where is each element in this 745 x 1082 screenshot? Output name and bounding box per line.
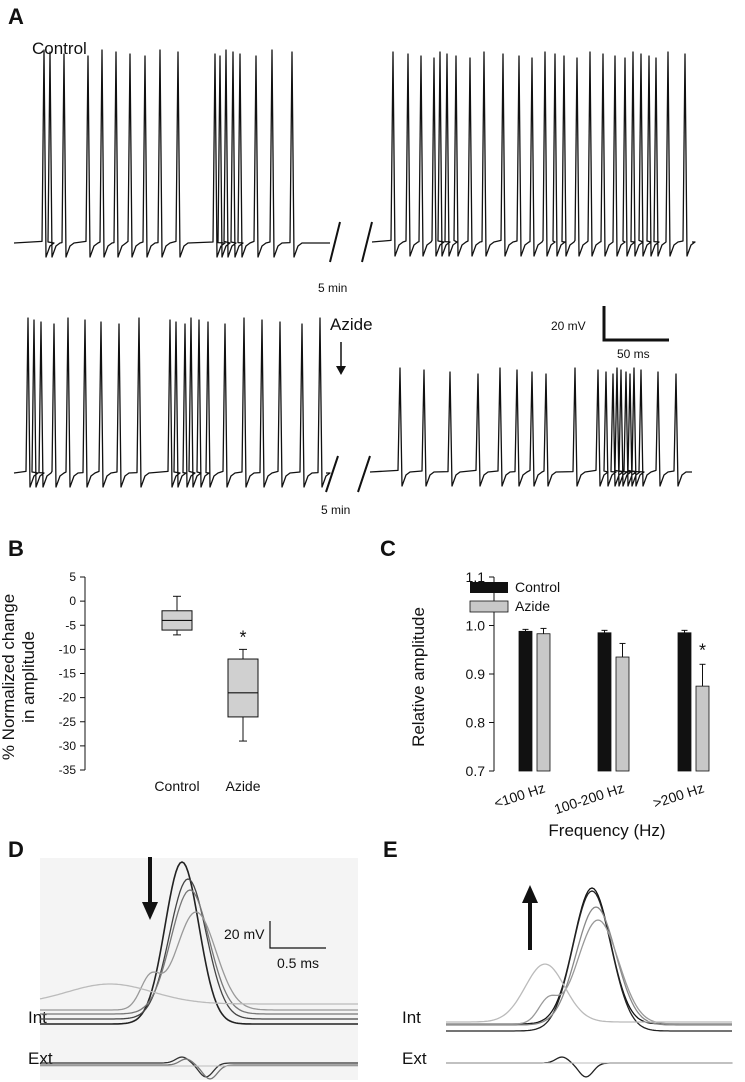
control-label: Control bbox=[32, 39, 87, 58]
y-axis-label: Relative amplitude bbox=[409, 607, 428, 747]
y-tick-label: -35 bbox=[59, 763, 77, 777]
ap-trace bbox=[40, 861, 358, 1025]
ap-trace bbox=[40, 911, 358, 1011]
ap-trace bbox=[446, 919, 732, 1025]
break-mark bbox=[361, 221, 373, 263]
spike-train bbox=[13, 49, 330, 258]
overlay-traces bbox=[39, 861, 358, 1080]
ap-trace bbox=[446, 890, 732, 1032]
y-tick-label: 0.8 bbox=[466, 715, 486, 731]
panel-c-chart: 1.1 1.0 0.9 0.8 0.7 Relative amplitude Frequ… bbox=[409, 569, 710, 840]
panel-letter-b: B bbox=[8, 536, 24, 561]
azide-label: Azide bbox=[330, 315, 373, 334]
break-mark bbox=[329, 221, 341, 263]
x-tick-label: Control bbox=[154, 778, 199, 794]
significance-marker: * bbox=[239, 627, 246, 647]
y-tick-label: -15 bbox=[59, 667, 77, 681]
bar-control bbox=[518, 630, 533, 772]
x-tick-label: 100-200 Hz bbox=[552, 780, 626, 818]
spike-train bbox=[371, 51, 696, 257]
azide-arrow bbox=[336, 342, 346, 375]
down-arrow-icon bbox=[142, 857, 158, 920]
scale-voltage: 20 mV bbox=[551, 319, 586, 333]
legend-label-control: Control bbox=[515, 579, 560, 595]
x-tick-label: <100 Hz bbox=[492, 780, 547, 811]
up-arrow-icon bbox=[522, 885, 538, 950]
panel-letter-c: C bbox=[380, 536, 396, 561]
y-tick-label: -20 bbox=[59, 691, 77, 705]
y-tick-label: -25 bbox=[59, 715, 77, 729]
gap-label-top: 5 min bbox=[318, 281, 347, 295]
ext-trace bbox=[40, 1058, 358, 1080]
x-tick-label: >200 Hz bbox=[651, 780, 706, 811]
x-tick-label: Azide bbox=[225, 778, 260, 794]
y-tick-label: 1.1 bbox=[466, 569, 486, 585]
overlay-traces bbox=[446, 887, 733, 1078]
ap-trace bbox=[40, 889, 358, 1015]
ap-trace bbox=[446, 906, 732, 1026]
bar-control bbox=[597, 632, 612, 772]
int-label: Int bbox=[402, 1008, 421, 1027]
panel-d: 20 mV 0.5 ms Int Ext bbox=[28, 857, 358, 1080]
panel-letter-e: E bbox=[383, 837, 398, 862]
y-tick-label: -10 bbox=[59, 642, 77, 656]
panel-b-chart: 5 0 -5 -10 -15 -20 -25 -30 -35 % Normalized chan… bbox=[0, 570, 261, 794]
ap-trace bbox=[446, 887, 732, 1025]
spike-train bbox=[369, 367, 692, 487]
box bbox=[227, 658, 259, 718]
bar-azide bbox=[536, 633, 551, 772]
ext-label: Ext bbox=[402, 1049, 427, 1068]
ap-trace bbox=[446, 963, 732, 1023]
panel-letter-a: A bbox=[8, 4, 24, 29]
y-tick-label: 1.0 bbox=[466, 618, 486, 634]
significance-marker: * bbox=[699, 640, 706, 660]
legend: Control Azide bbox=[469, 579, 560, 614]
y-tick-label: 0.7 bbox=[466, 763, 486, 779]
gap-label-bottom: 5 min bbox=[321, 503, 350, 517]
bar-azide bbox=[695, 685, 710, 772]
break-mark bbox=[357, 455, 371, 493]
ap-trace bbox=[39, 983, 358, 1005]
bar-azide bbox=[615, 656, 630, 772]
break-mark bbox=[325, 455, 339, 493]
int-label: Int bbox=[28, 1008, 47, 1027]
legend-swatch-control bbox=[470, 582, 508, 593]
scale-time: 0.5 ms bbox=[277, 955, 319, 971]
y-tick-label: -30 bbox=[59, 739, 77, 753]
scale-bar-a: 20 mV 50 ms bbox=[551, 306, 669, 361]
panel-a: Control Azide 5 min 5 min 20 mV 50 ms bbox=[13, 39, 696, 517]
scale-bar-d: 20 mV 0.5 ms bbox=[224, 921, 326, 971]
ext-trace bbox=[40, 1056, 358, 1078]
bar-control bbox=[677, 632, 692, 772]
y-tick-label: -5 bbox=[65, 618, 76, 632]
legend-label-azide: Azide bbox=[515, 598, 550, 614]
panel-e: Int Ext bbox=[402, 885, 733, 1078]
y-tick-label: 0.9 bbox=[466, 666, 486, 682]
trace-background bbox=[40, 858, 358, 1080]
y-tick-label: 0 bbox=[69, 594, 76, 608]
scale-time: 50 ms bbox=[617, 347, 650, 361]
spike-traces bbox=[13, 49, 696, 488]
panel-letter-d: D bbox=[8, 837, 24, 862]
y-tick-label: 5 bbox=[69, 570, 76, 584]
ext-trace bbox=[446, 1056, 732, 1078]
y-axis-label-line1: % Normalized change bbox=[0, 594, 18, 760]
legend-swatch-azide bbox=[469, 600, 509, 613]
scale-voltage: 20 mV bbox=[224, 926, 265, 942]
y-axis-label-line2: in amplitude bbox=[19, 631, 38, 723]
spike-train bbox=[13, 317, 331, 488]
x-axis-label: Frequency (Hz) bbox=[548, 821, 665, 840]
